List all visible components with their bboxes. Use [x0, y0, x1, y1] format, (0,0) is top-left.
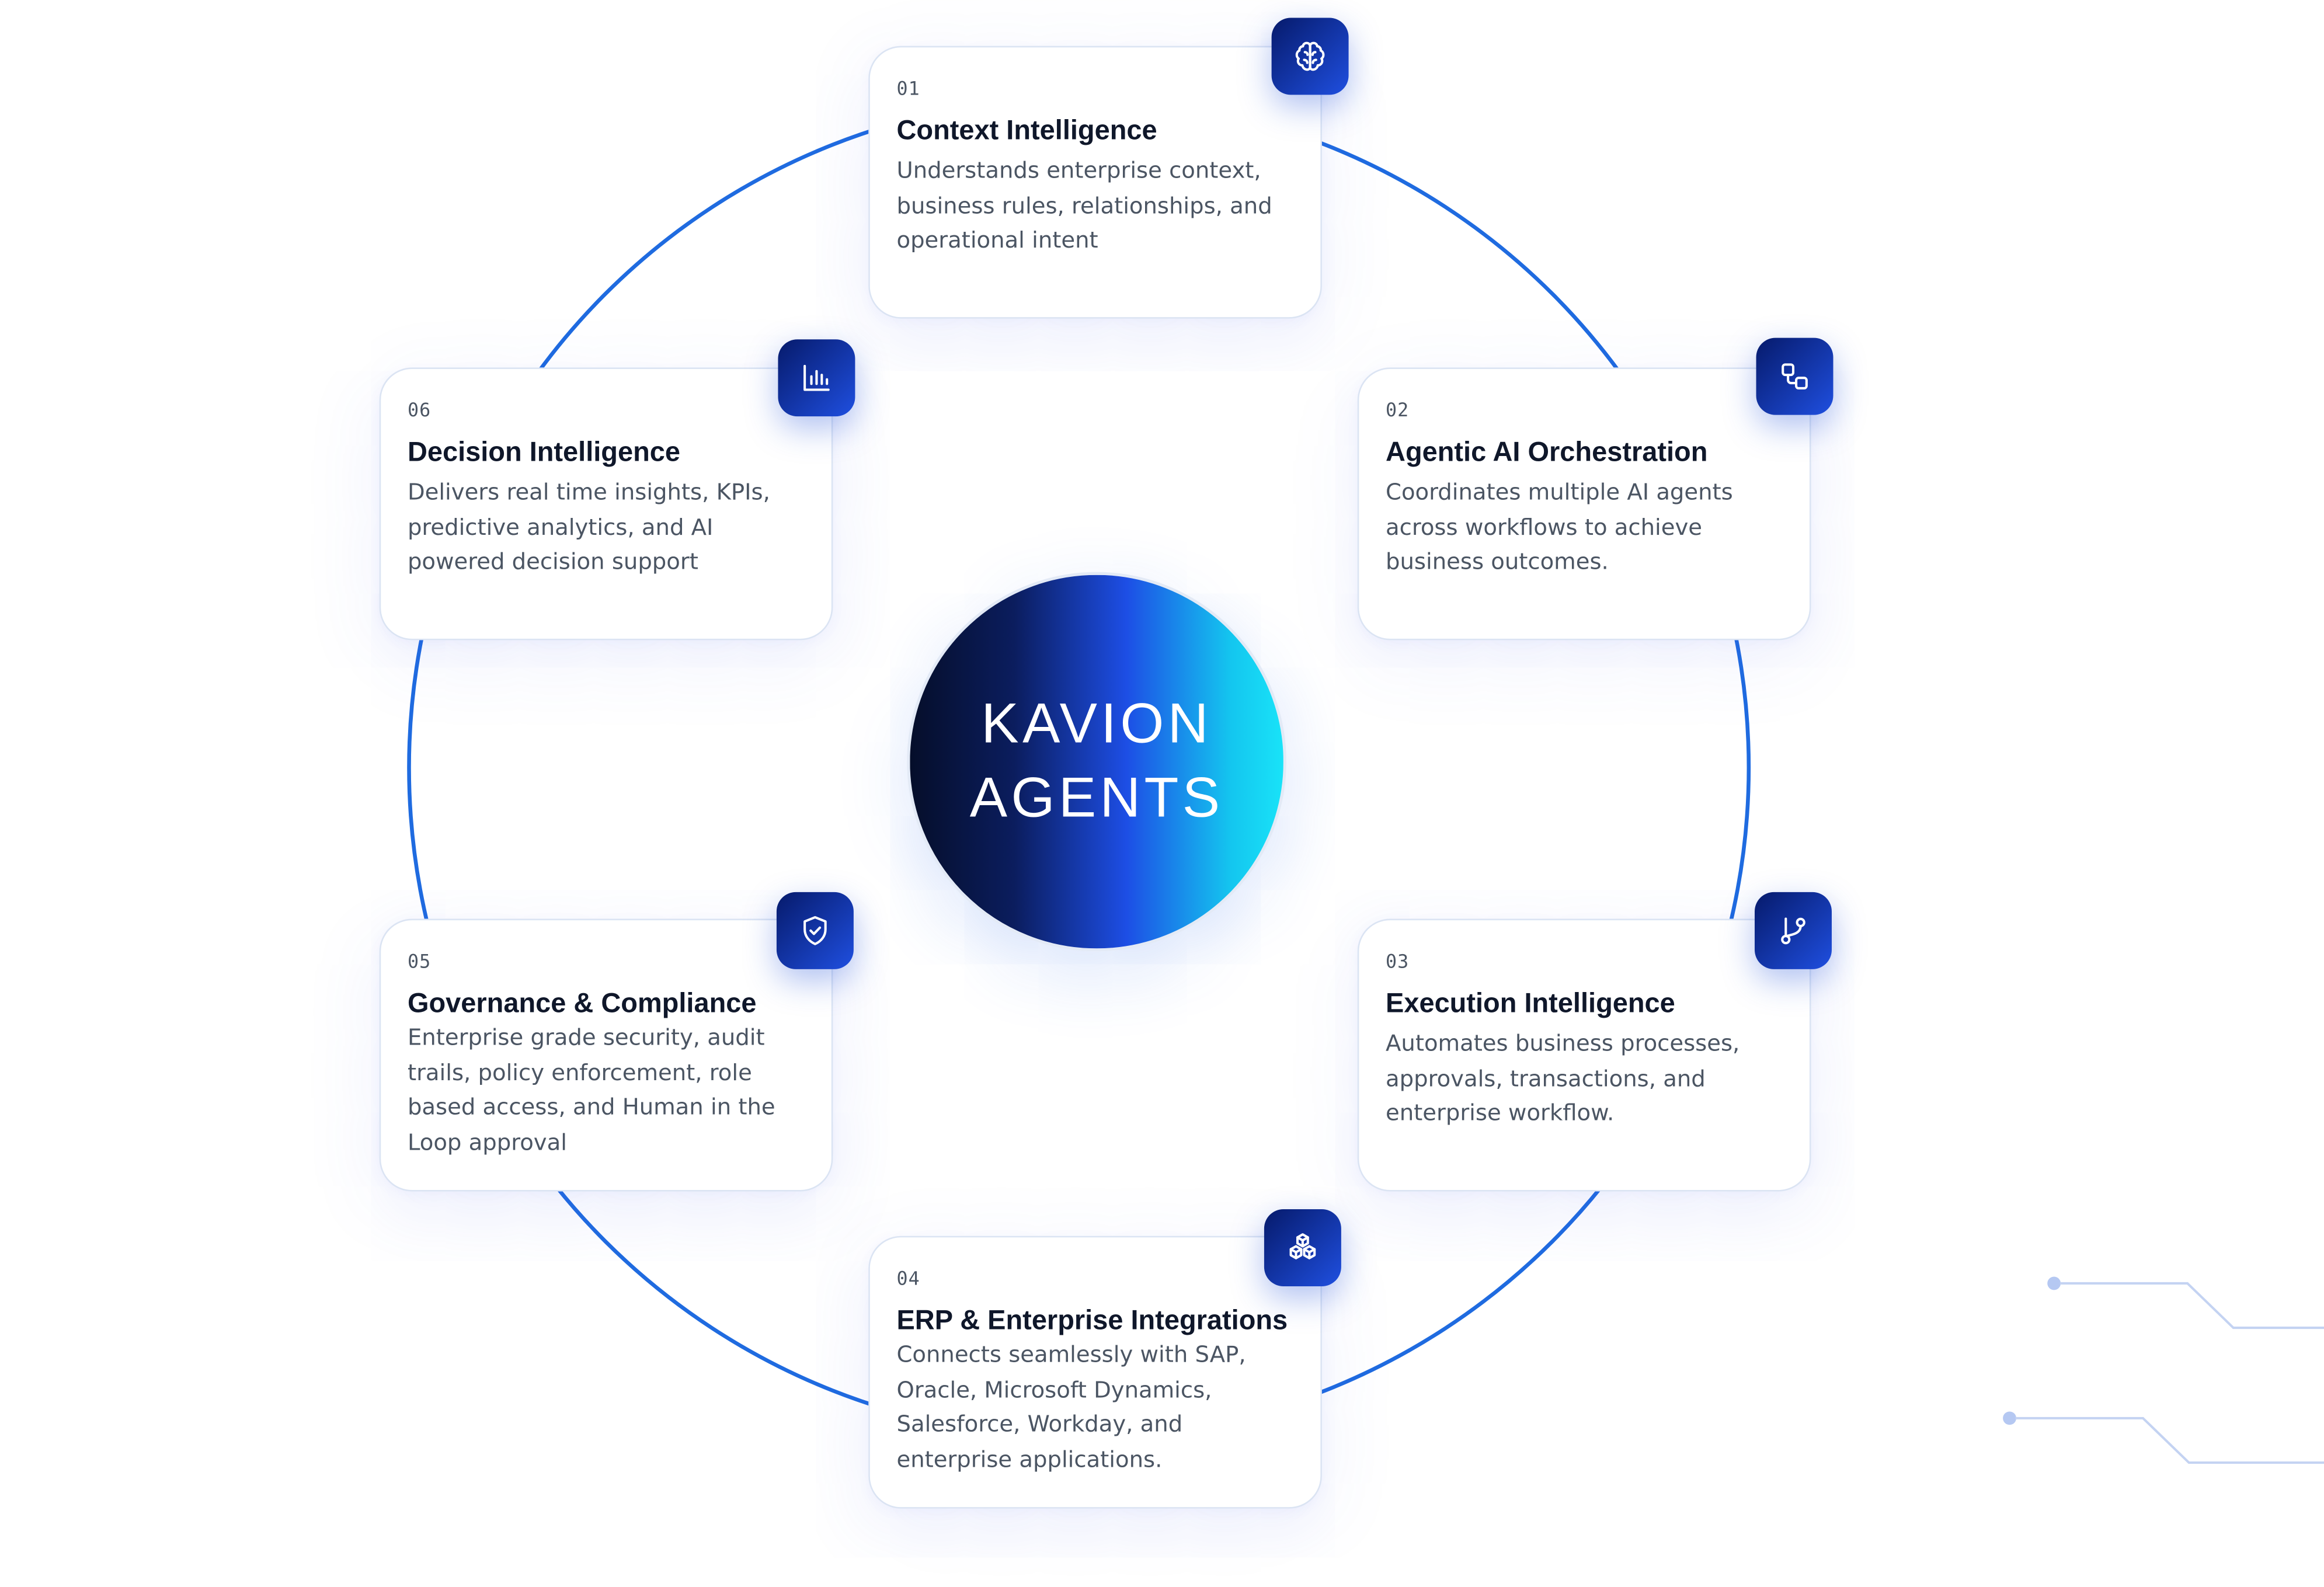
card-number: 04: [896, 1266, 920, 1290]
card-description: Coordinates multiple AI agents across wo…: [1386, 478, 1733, 576]
workflow-icon: [1756, 337, 1834, 415]
card-description: Delivers real time insights, KPIs, predi…: [407, 478, 770, 576]
hub-title-line-2: AGENTS: [969, 767, 1224, 830]
card-governance-compliance: 05 Governance & Compliance Enterprise gr…: [379, 918, 833, 1192]
card-number: 03: [1386, 949, 1410, 972]
card-number: 02: [1386, 398, 1410, 421]
card-agentic-ai-orchestration: 02 Agentic AI Orchestration Coordinates …: [1357, 367, 1811, 641]
card-title: Decision Intelligence: [407, 436, 681, 467]
git-branch-icon: [1754, 892, 1832, 969]
card-erp-enterprise-integrations: 04 ERP & Enterprise Integrations Connect…: [868, 1236, 1322, 1509]
card-description: Understands enterprise context, business…: [896, 157, 1272, 255]
card-decision-intelligence: 06 Decision Intelligence Delivers real t…: [379, 367, 833, 641]
kavion-agents-hub: KAVION AGENTS: [907, 572, 1286, 952]
bar-chart-icon: [778, 339, 855, 417]
shield-check-icon: [776, 892, 854, 969]
card-number: 06: [407, 398, 432, 421]
brain-icon: [1271, 18, 1349, 95]
card-description: Connects seamlessly with SAP, Oracle, Mi…: [896, 1341, 1246, 1474]
circuit-decoration: [2003, 1276, 2324, 1464]
card-description: Enterprise grade security, audit trails,…: [407, 1024, 775, 1156]
boxes-icon: [1264, 1209, 1341, 1286]
card-description: Automates business processes, approvals,…: [1386, 1029, 1740, 1127]
hub-title-line-1: KAVION: [981, 693, 1212, 756]
card-number: 01: [896, 76, 920, 100]
card-title: Governance & Compliance: [407, 987, 757, 1018]
card-title: Agentic AI Orchestration: [1386, 436, 1708, 467]
card-title: ERP & Enterprise Integrations: [896, 1304, 1288, 1335]
card-number: 05: [407, 949, 432, 972]
card-title: Context Intelligence: [896, 114, 1157, 145]
card-context-intelligence: 01 Context Intelligence Understands ente…: [868, 46, 1322, 319]
card-execution-intelligence: 03 Execution Intelligence Automates busi…: [1357, 918, 1811, 1192]
card-title: Execution Intelligence: [1386, 987, 1675, 1018]
